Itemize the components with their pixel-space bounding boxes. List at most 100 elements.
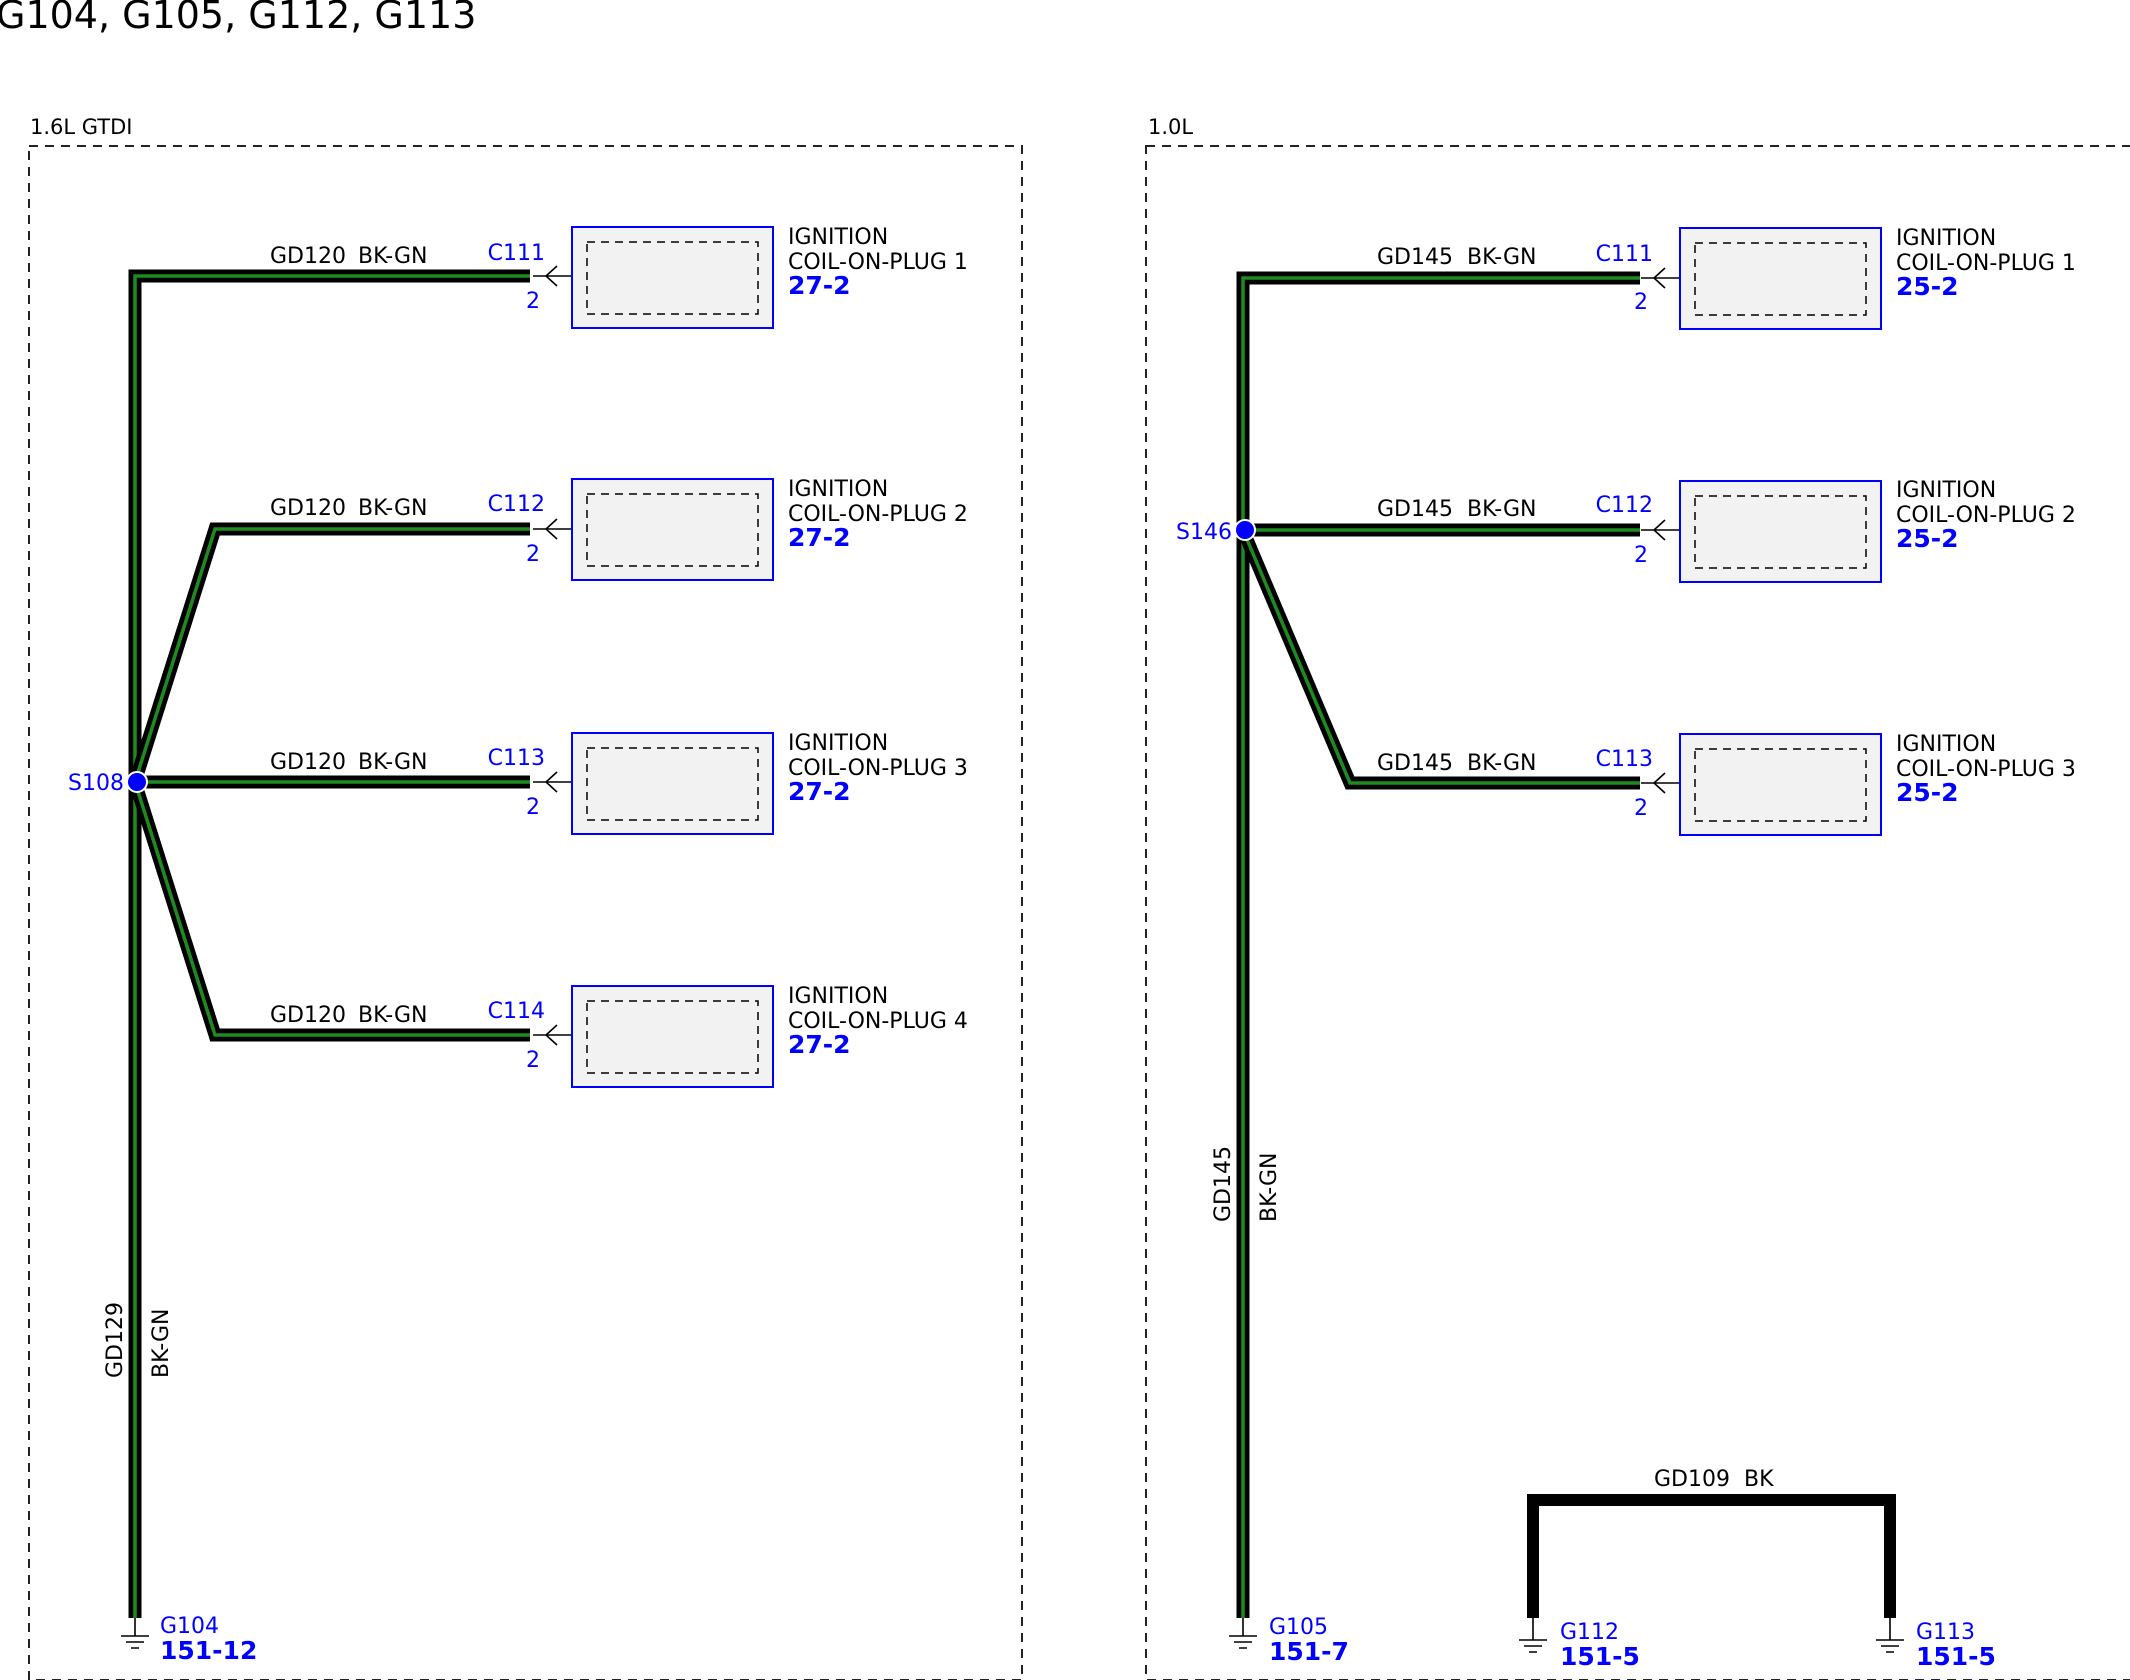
coil-on-plug-2-box[interactable] <box>1679 480 1882 583</box>
ground-icon <box>1519 1618 1547 1653</box>
panel-1-0l: 1.0L S146 GD145 BK-GN GD145 BK-GN C111 2… <box>1145 115 2130 1680</box>
jumper-gd109: GD109 BK <box>1527 1467 1896 1618</box>
coil-on-plug-3-box[interactable] <box>1679 733 1882 836</box>
branch-coil-1-left: GD120 BK-GN C111 2 IGNITION COIL-ON-PLUG… <box>270 225 968 329</box>
component-name-line2: COIL-ON-PLUG 1 <box>788 250 968 275</box>
page-reference[interactable]: 27-2 <box>788 271 851 300</box>
wire-color: BK-GN <box>358 496 427 521</box>
wire-color: BK-GN <box>358 750 427 775</box>
component-name-line1: IGNITION <box>1896 226 1996 251</box>
page-title: G104, G105, G112, G113 <box>0 0 476 37</box>
page-reference[interactable]: 27-2 <box>788 777 851 806</box>
splice-s108[interactable] <box>126 771 148 793</box>
panel-1-6l-gtdi: 1.6L GTDI S108 GD129 BK-GN GD120 BK-GN C… <box>28 115 1023 1680</box>
trunk-circuit-left: GD129 <box>103 1302 128 1378</box>
wire-circuit: GD145 <box>1377 245 1453 270</box>
component-outline <box>586 747 759 821</box>
ground-name: G105 <box>1269 1615 1328 1640</box>
branch-coil-3-left: GD120 BK-GN C113 2 IGNITION COIL-ON-PLUG… <box>270 731 968 835</box>
panel-label-left: 1.6L GTDI <box>30 115 133 139</box>
ground-ref[interactable]: 151-12 <box>160 1636 257 1665</box>
ground-name: G104 <box>160 1614 219 1639</box>
ground-icon <box>121 1618 149 1649</box>
component-name-line1: IGNITION <box>788 477 888 502</box>
pin-number: 2 <box>526 542 540 567</box>
component-name-line1: IGNITION <box>788 731 888 756</box>
coil-on-plug-1-box[interactable] <box>571 226 774 329</box>
coil-on-plug-1-box[interactable] <box>1679 227 1882 330</box>
ground-icon <box>1229 1618 1257 1649</box>
component-name-line2: COIL-ON-PLUG 1 <box>1896 251 2076 276</box>
wire-circuit: GD120 <box>270 496 346 521</box>
wire-circuit: GD145 <box>1377 751 1453 776</box>
component-name-line1: IGNITION <box>1896 732 1996 757</box>
wire-circuit: GD120 <box>270 1003 346 1028</box>
connector-label: C112 <box>1596 493 1653 518</box>
component-outline <box>586 1000 759 1074</box>
branch-coil-4-left: GD120 BK-GN C114 2 IGNITION COIL-ON-PLUG… <box>270 984 968 1088</box>
splice-s146[interactable] <box>1234 519 1256 541</box>
ground-g104: G104 151-12 <box>121 1614 257 1665</box>
component-outline <box>1694 495 1867 569</box>
wire-harness-right <box>1236 271 1640 1618</box>
trunk-color-right: BK-GN <box>1257 1153 1282 1222</box>
wire-color: BK-GN <box>1467 497 1536 522</box>
component-name-line2: COIL-ON-PLUG 2 <box>1896 503 2076 528</box>
page-reference[interactable]: 27-2 <box>788 1030 851 1059</box>
branch-coil-2-left: GD120 BK-GN C112 2 IGNITION COIL-ON-PLUG… <box>270 477 968 581</box>
component-outline <box>1694 748 1867 822</box>
component-outline <box>1694 242 1867 316</box>
ground-icon <box>1876 1618 1904 1653</box>
connector-label: C114 <box>488 999 545 1024</box>
ground-name: G113 <box>1916 1620 1975 1645</box>
wire-color: BK-GN <box>1467 245 1536 270</box>
ground-ref[interactable]: 151-5 <box>1916 1642 1996 1671</box>
pin-number: 2 <box>1634 543 1648 568</box>
component-name-line2: COIL-ON-PLUG 2 <box>788 502 968 527</box>
pin-number: 2 <box>1634 290 1648 315</box>
coil-on-plug-3-box[interactable] <box>571 732 774 835</box>
splice-label-s146: S146 <box>1176 520 1232 545</box>
connector-label: C113 <box>1596 747 1653 772</box>
wire-color: BK-GN <box>358 1003 427 1028</box>
panel-frame-right <box>1145 145 2130 1680</box>
wire-color: BK-GN <box>358 244 427 269</box>
page-reference[interactable]: 25-2 <box>1896 778 1959 807</box>
page-reference[interactable]: 25-2 <box>1896 524 1959 553</box>
ground-g105: G105 151-7 <box>1229 1615 1349 1666</box>
wire-color: BK-GN <box>1467 751 1536 776</box>
ground-g112: G112 151-5 <box>1519 1618 1640 1671</box>
page-reference[interactable]: 25-2 <box>1896 272 1959 301</box>
page-reference[interactable]: 27-2 <box>788 523 851 552</box>
branch-coil-1-right: GD145 BK-GN C111 2 IGNITION COIL-ON-PLUG… <box>1377 226 2076 330</box>
branch-coil-2-right: GD145 BK-GN C112 2 IGNITION COIL-ON-PLUG… <box>1377 478 2076 583</box>
jumper-color: BK <box>1744 1467 1774 1492</box>
trunk-color-left: BK-GN <box>149 1309 174 1378</box>
coil-on-plug-2-box[interactable] <box>571 478 774 581</box>
component-name-line1: IGNITION <box>788 984 888 1009</box>
component-outline <box>586 493 759 567</box>
coil-on-plug-4-box[interactable] <box>571 985 774 1088</box>
splice-label-s108: S108 <box>68 771 124 796</box>
ground-name: G112 <box>1560 1620 1619 1645</box>
jumper-wire <box>1527 1494 1896 1618</box>
component-name-line2: COIL-ON-PLUG 3 <box>1896 757 2076 782</box>
wire-circuit: GD120 <box>270 750 346 775</box>
pin-number: 2 <box>526 1048 540 1073</box>
component-outline <box>586 241 759 315</box>
wire-circuit: GD120 <box>270 244 346 269</box>
ground-ref[interactable]: 151-7 <box>1269 1637 1349 1666</box>
connector-label: C111 <box>1596 242 1653 267</box>
connector-label: C113 <box>488 746 545 771</box>
panel-frame-left <box>28 145 1023 1680</box>
wire-circuit: GD145 <box>1377 497 1453 522</box>
connector-label: C111 <box>488 241 545 266</box>
ground-ref[interactable]: 151-5 <box>1560 1642 1640 1671</box>
component-name-line1: IGNITION <box>1896 478 1996 503</box>
jumper-circuit: GD109 <box>1654 1467 1730 1492</box>
pin-number: 2 <box>526 795 540 820</box>
component-name-line2: COIL-ON-PLUG 4 <box>788 1009 968 1034</box>
panel-label-right: 1.0L <box>1148 115 1193 139</box>
branch-coil-3-right: GD145 BK-GN C113 2 IGNITION COIL-ON-PLUG… <box>1377 732 2076 836</box>
